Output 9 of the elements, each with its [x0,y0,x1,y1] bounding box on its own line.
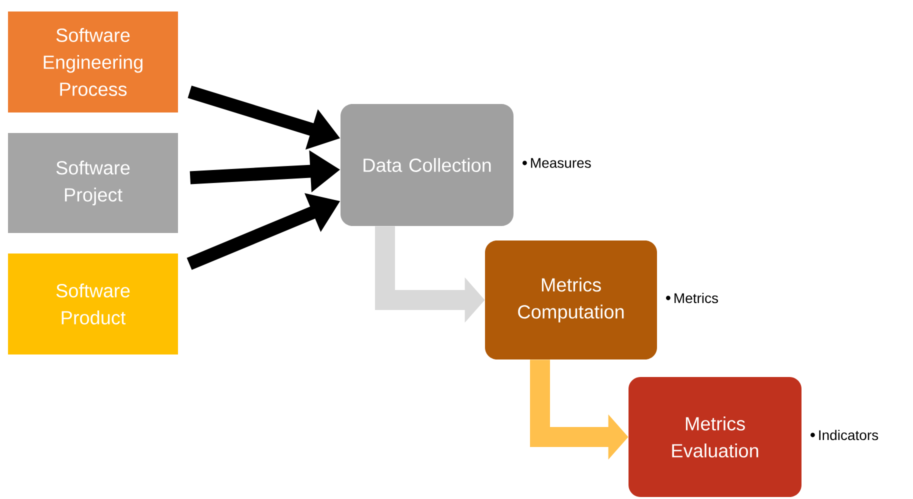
side-label: Metrics [674,292,718,304]
input-box: Software Engineering Process [8,12,178,112]
process-box: Metrics Evaluation [628,377,802,497]
side-label: Measures [531,158,591,168]
side-label: Indicators [819,430,878,440]
process-box: Data Collection [340,104,514,226]
process-box: Metrics Computation [485,240,657,360]
input-box: Software Product [8,254,178,354]
input-box: Software Project [8,133,178,233]
